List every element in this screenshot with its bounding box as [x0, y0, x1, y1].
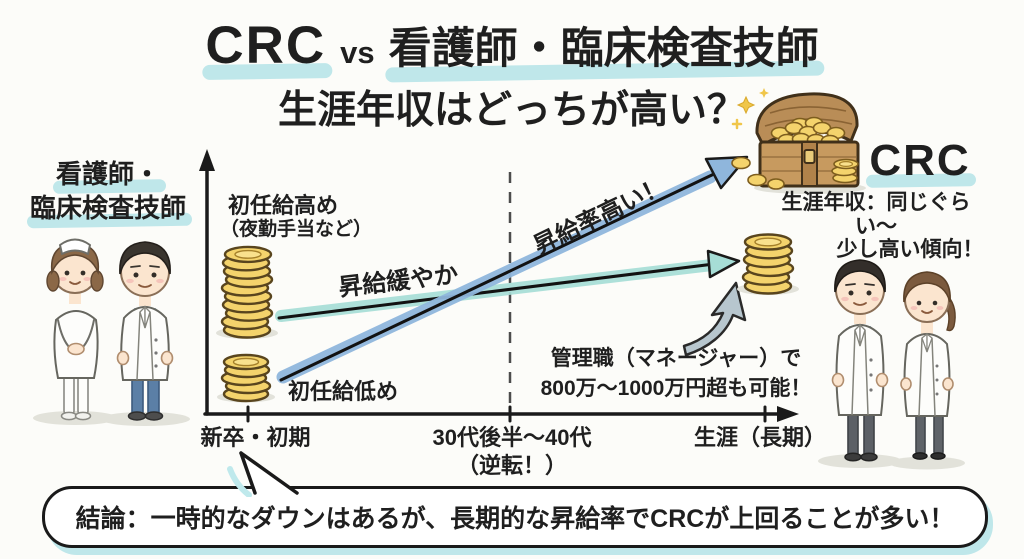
- mini-coin-stack-icon: [831, 158, 859, 184]
- x-axis-label-start: 新卒・初期: [200, 425, 311, 450]
- annotation-manager: 管理職（マネージャー）で 800万〜1000万円超も可能！: [540, 344, 812, 405]
- coin-stack-right-icon: [737, 233, 799, 295]
- annotation-nurse-start-sub: （夜勤手当など）: [220, 219, 373, 240]
- treasure-chest-icon: [731, 88, 866, 194]
- annotation-nurse-start: 初任給高め: [228, 193, 339, 218]
- coin-stack-tall-icon: [216, 245, 278, 339]
- coin-stack-short-icon: [217, 353, 275, 403]
- page-subtitle: 生涯年収はどっちが高い？: [277, 89, 747, 132]
- x-axis-label-mid: 30代後半〜40代 （逆転！）: [432, 425, 592, 479]
- page-title: CRC vs 看護師・臨床検査技師: [202, 14, 825, 83]
- left-label-line1: 看護師・: [55, 159, 160, 189]
- left-label-line2: 臨床検査技師: [29, 192, 186, 223]
- conclusion-text: 結論：一時的なダウンはあるが、長期的な昇給率でCRCが上回ることが多い！: [75, 505, 955, 533]
- speech-bubble-tail: [227, 451, 299, 497]
- right-people-illustration: [818, 259, 965, 470]
- title-crc-highlight: CRC: [202, 15, 333, 81]
- nurse-illustration: [33, 238, 117, 425]
- title-vs: vs: [340, 35, 375, 70]
- crc-note-line1: 生涯年収：同じぐらい〜: [781, 191, 971, 238]
- annotation-manager-line1: 管理職（マネージャー）で: [550, 347, 802, 370]
- crc-label-text: CRC: [869, 136, 971, 185]
- crc-woman-illustration: [889, 271, 965, 470]
- right-group-note: 生涯年収：同じぐらい〜 少し高い傾向！: [762, 191, 990, 262]
- sparkle-icon: [731, 88, 769, 130]
- crc-man-illustration: [818, 259, 902, 468]
- y-axis: [199, 149, 215, 416]
- title-crc: CRC: [205, 16, 327, 75]
- conclusion-speech-bubble: 結論：一時的なダウンはあるが、長期的な昇給率でCRCが上回ることが多い！: [42, 486, 988, 548]
- right-group-label: CRC: [855, 136, 985, 188]
- nurse-salary-arrow: [275, 249, 741, 322]
- management-arrow-icon: [682, 281, 747, 357]
- left-group-label: 看護師・ 臨床検査技師: [8, 158, 208, 228]
- crc-note-line2: 少し高い傾向！: [836, 238, 984, 262]
- annotation-manager-line2: 800万〜1000万円超も可能！: [540, 377, 812, 401]
- title-others: 看護師・臨床検査技師: [388, 25, 819, 73]
- left-people-illustration: [33, 238, 190, 426]
- title-others-highlight: 看護師・臨床検査技師: [385, 14, 825, 83]
- annotation-crc-start: 初任給低め: [288, 379, 399, 404]
- x-axis-label-end: 生涯（長期）: [694, 425, 827, 450]
- lab-technician-illustration: [100, 241, 190, 426]
- x-axis: [203, 405, 799, 423]
